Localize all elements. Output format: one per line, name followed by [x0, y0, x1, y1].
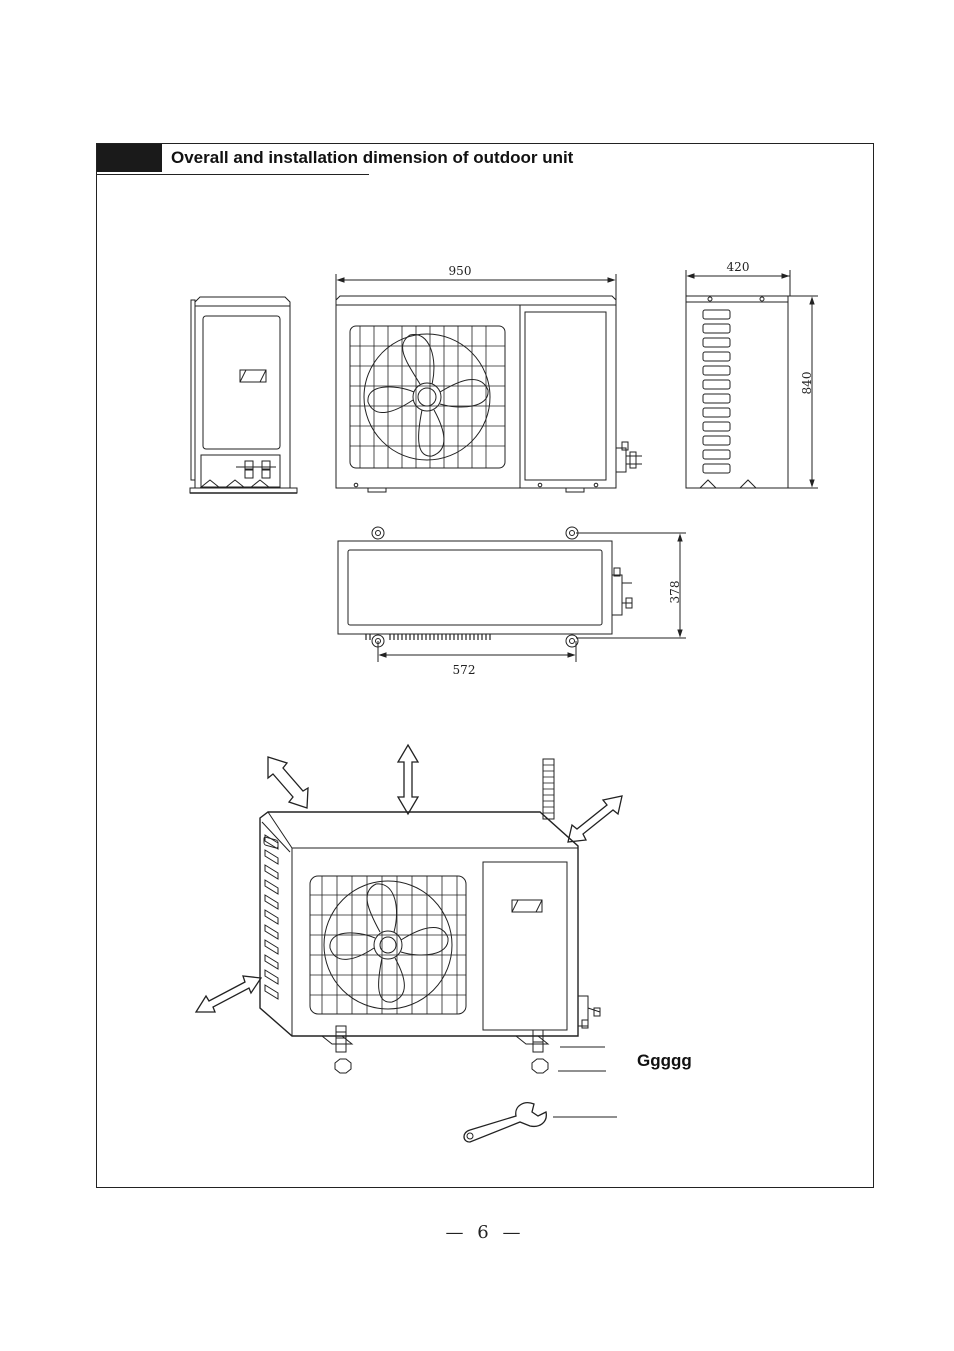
side-view-drawing	[189, 296, 298, 494]
page-number-value: 6	[477, 1222, 493, 1243]
section-marker-bar	[97, 144, 162, 172]
wrench-icon	[463, 1102, 547, 1143]
clearance-arrow-rear	[267, 756, 309, 809]
dimension-height-label: 840	[800, 372, 814, 395]
clearance-arrow-front-left	[194, 975, 263, 1013]
section-title: Overall and installation dimension of ou…	[171, 148, 574, 167]
clearance-arrow-side	[567, 795, 623, 843]
end-view-drawing	[685, 270, 818, 489]
dimension-foot-span-label: 572	[453, 663, 476, 677]
clearance-arrow-top	[396, 743, 420, 816]
dimension-foot-depth-label: 378	[668, 581, 682, 604]
plan-view-drawing	[337, 526, 686, 662]
section-title-underline	[97, 174, 369, 175]
installation-view-drawing	[194, 743, 623, 1143]
dimension-depth-label: 420	[727, 260, 750, 274]
dimension-width-label: 950	[449, 264, 472, 278]
page-number: — 6 —	[445, 1222, 525, 1243]
page-frame	[96, 143, 874, 1188]
front-view-drawing	[335, 274, 642, 493]
callout-label: Ggggg	[637, 1051, 692, 1070]
